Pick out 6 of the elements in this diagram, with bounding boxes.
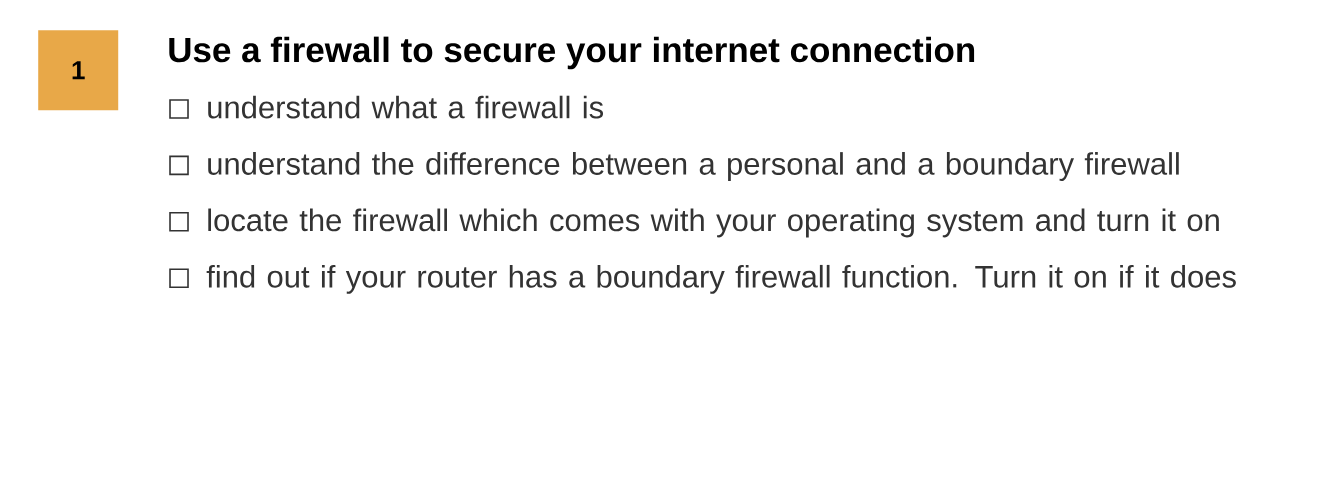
checklist-item: understand what a firewall is <box>208 95 604 119</box>
checklist-item: locate the firewall which comes with your operating system and turn it on <box>208 208 1219 238</box>
checklist-item: find out if your router has a boundary firewall function. Turn it on if it does <box>206 264 1236 294</box>
number-badge: 1 <box>38 30 119 111</box>
checklist-item: understand the difference between a personal and a boundary firewall <box>208 152 1179 181</box>
heading: Use a firewall to secure your internet connection <box>169 36 975 70</box>
